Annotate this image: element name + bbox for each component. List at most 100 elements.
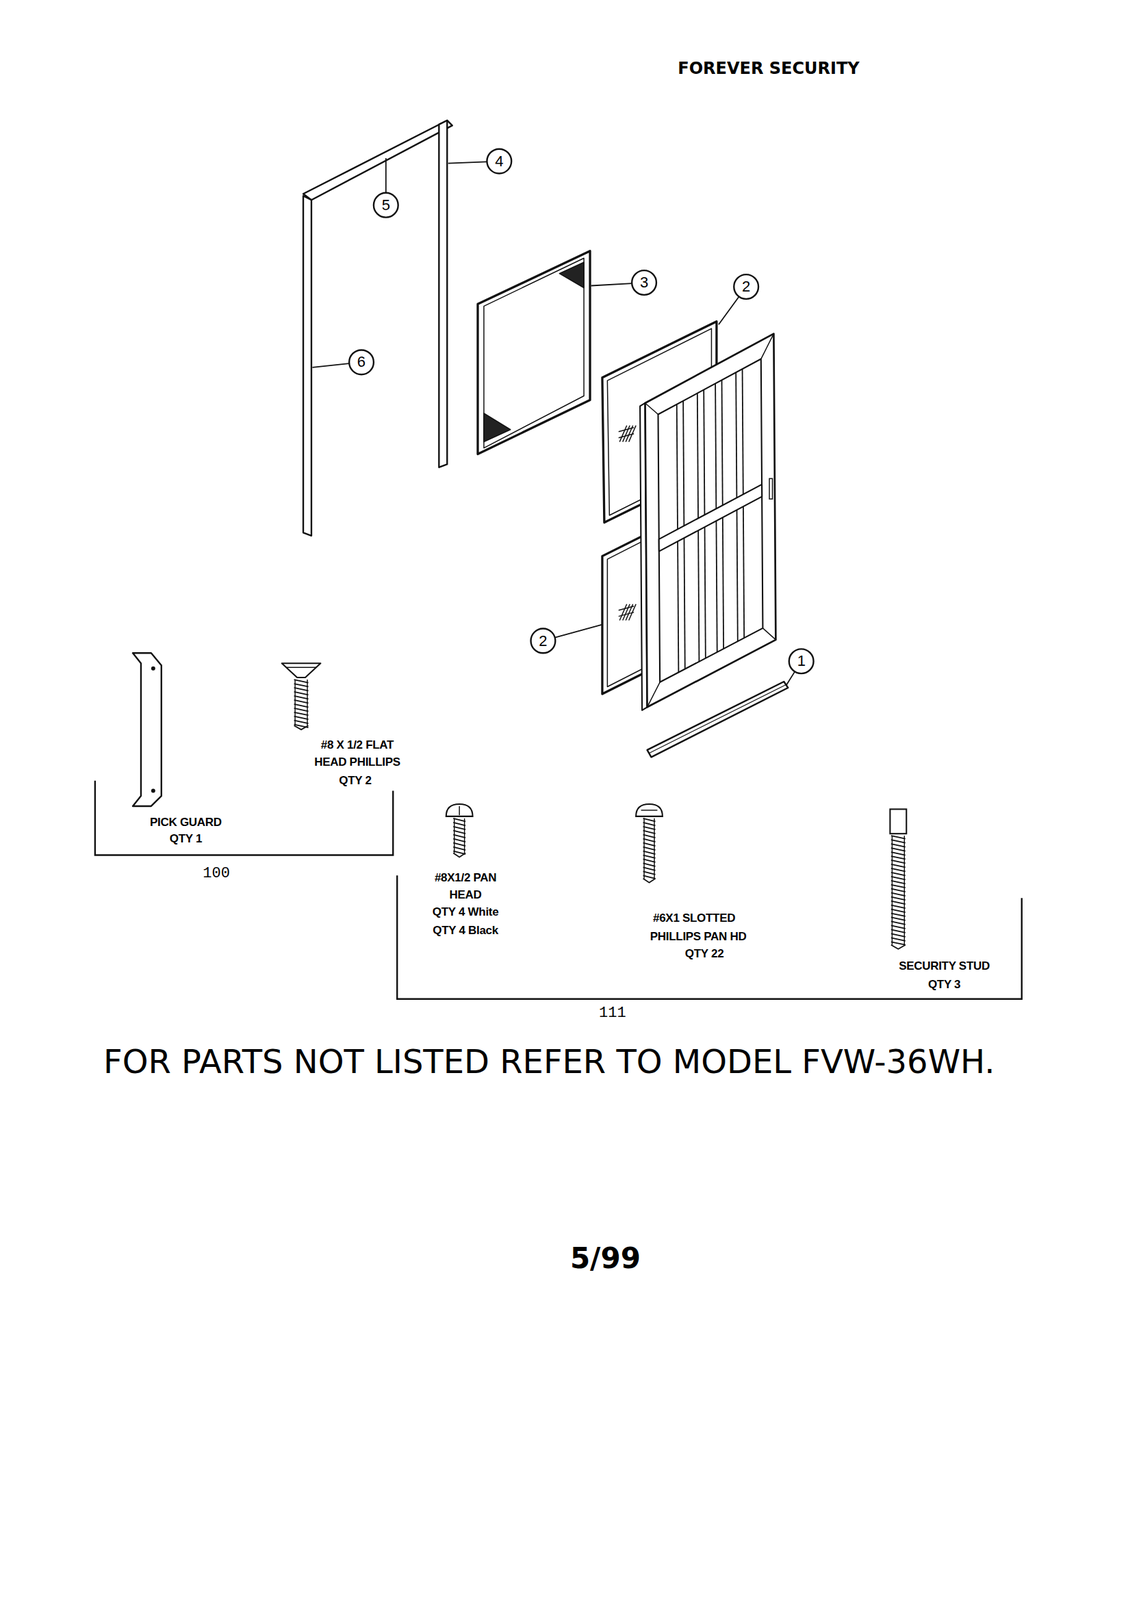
- screw-thread: [891, 864, 906, 868]
- leader-line: [385, 158, 387, 194]
- door-bar: [722, 517, 724, 649]
- screw-thread: [453, 835, 466, 838]
- screw-thread: [891, 880, 906, 884]
- door-bevel: [645, 403, 659, 415]
- screen-corner: [559, 262, 584, 288]
- screw-thread: [891, 856, 906, 860]
- screw-thread: [643, 822, 656, 826]
- screw-thread: [891, 909, 906, 913]
- glass-hatch: [618, 612, 634, 617]
- screw-thread: [891, 941, 906, 945]
- screw-thread: [643, 875, 656, 879]
- part-name: #6X1 SLOTTED: [652, 912, 736, 926]
- callout-circle: [486, 149, 512, 174]
- screw-thread: [891, 921, 906, 925]
- security-door: [645, 334, 777, 708]
- screw-slot: [286, 666, 317, 668]
- screw-thread: [294, 708, 309, 712]
- screw-thread: [643, 867, 656, 870]
- callout-circle: [531, 629, 556, 654]
- screw-thread: [891, 839, 906, 843]
- screw-thread: [891, 901, 906, 905]
- leader-line: [555, 624, 603, 638]
- screw-thread: [294, 700, 309, 703]
- door-bar: [676, 404, 678, 530]
- screw-tip: [891, 945, 906, 950]
- screw-thread: [891, 835, 906, 839]
- screw-thread: [891, 889, 906, 892]
- screw-thread: [891, 897, 906, 901]
- part-name: HEAD PHILLIPS: [314, 756, 401, 770]
- left-jamb: [303, 195, 312, 536]
- screw-thread: [891, 937, 906, 941]
- screw-shank: [464, 818, 465, 854]
- screw-slot: [641, 809, 658, 811]
- header-piece: [303, 120, 453, 200]
- door-bar: [683, 537, 685, 669]
- part-qty: QTY 4 White: [432, 906, 499, 920]
- screw-tip: [453, 853, 466, 858]
- pick-guard-hole: [151, 666, 156, 671]
- bottom-sweep: [647, 681, 789, 758]
- leader-line: [312, 363, 350, 368]
- part-qty: QTY 4 Black: [432, 924, 499, 938]
- door-handle: [769, 478, 773, 499]
- screw-shank: [653, 818, 655, 879]
- slotted-pan-screw: [635, 804, 663, 817]
- screw-tip: [294, 725, 309, 730]
- screw-shank: [453, 818, 455, 854]
- callout-number: 5: [381, 197, 391, 214]
- screw-thread: [891, 868, 906, 872]
- screw-thread: [891, 843, 906, 847]
- pick-guard: [132, 652, 162, 807]
- callout-circle: [373, 193, 399, 218]
- door-bar: [677, 541, 679, 673]
- callout-circle: [631, 270, 657, 296]
- door-bar: [705, 527, 706, 659]
- screw-thread: [453, 839, 466, 842]
- screw-thread: [891, 876, 906, 880]
- group-bracket: [396, 875, 1022, 999]
- screw-thread: [294, 696, 309, 699]
- screw-thread: [294, 679, 309, 683]
- glass-hatch: [622, 425, 630, 443]
- security-stud: [889, 809, 907, 834]
- door-bar: [703, 390, 705, 516]
- glass-hatch: [619, 604, 627, 621]
- door-bar: [737, 509, 738, 642]
- screw-thread: [294, 683, 309, 687]
- screw-thread: [643, 871, 656, 875]
- door-bevel: [647, 682, 661, 708]
- door-bar: [742, 368, 744, 495]
- screw-thread: [643, 830, 656, 834]
- glass-hatch: [618, 427, 634, 432]
- part-name: PHILLIPS PAN HD: [650, 930, 747, 944]
- screw-thread: [891, 848, 906, 851]
- screw-thread: [294, 687, 309, 691]
- callout-circle: [349, 349, 374, 375]
- screw-thread: [643, 835, 656, 838]
- screw-thread: [643, 851, 656, 855]
- leader-line: [448, 161, 488, 163]
- leader-line: [718, 296, 740, 325]
- bottom-sweep-line: [649, 685, 787, 754]
- screw-thread: [891, 852, 906, 855]
- callout-number: 1: [797, 652, 806, 670]
- screw-thread: [294, 720, 309, 724]
- screw-thread: [891, 917, 906, 920]
- screw-thread: [643, 818, 656, 822]
- screw-thread: [643, 826, 656, 830]
- screw-thread: [643, 847, 656, 851]
- door-bar: [715, 520, 717, 653]
- group-bracket: [95, 780, 393, 856]
- callout-number: 2: [538, 633, 547, 650]
- part-qty: QTY 22: [685, 947, 724, 961]
- screw-thread: [453, 826, 466, 830]
- door-rail: [659, 484, 762, 552]
- part-qty: QTY 2: [338, 774, 371, 788]
- glass-hatch: [619, 425, 627, 443]
- screw-shank: [643, 818, 645, 879]
- group-number: 111: [598, 1005, 627, 1022]
